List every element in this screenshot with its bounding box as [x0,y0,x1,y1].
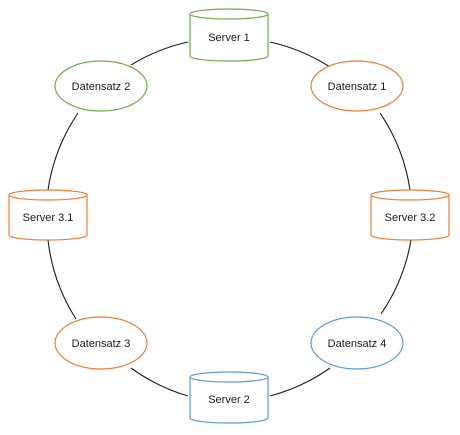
ring-arc-server1-datensatz1 [269,41,331,68]
datensatz-4-label: Datensatz 4 [328,338,387,350]
server-1-node: Server 1 [189,8,269,62]
ring-arc-server31-datensatz2 [47,112,79,191]
datensatz-3-label: Datensatz 3 [72,338,131,350]
ring-arc-server2-datensatz3 [130,367,189,397]
datensatz-2-label: Datensatz 2 [72,81,131,93]
server-2-label: Server 2 [208,394,250,406]
ring-arc-datensatz2-server1 [130,41,189,66]
server-3-1-node: Server 3.1 [8,189,88,241]
server-3-1-label: Server 3.1 [23,212,74,224]
datensatz-1-label: Datensatz 1 [328,81,387,93]
datensatz-2-node: Datensatz 2 [54,60,148,112]
server-2-node: Server 2 [189,371,269,424]
server-3-2-label: Server 3.2 [385,212,436,224]
ring [47,41,412,397]
ring-arc-server32-datensatz4 [380,239,412,315]
datensatz-4-node: Datensatz 4 [310,316,404,370]
server-1-label: Server 1 [208,32,250,44]
ring-arc-datensatz4-server2 [269,367,331,397]
ring-arc-datensatz3-server31 [47,239,77,320]
server-3-2-node: Server 3.2 [370,189,450,241]
datensatz-3-node: Datensatz 3 [54,316,148,370]
datensatz-1-node: Datensatz 1 [310,60,404,112]
ring-arc-datensatz1-server32 [379,112,411,191]
